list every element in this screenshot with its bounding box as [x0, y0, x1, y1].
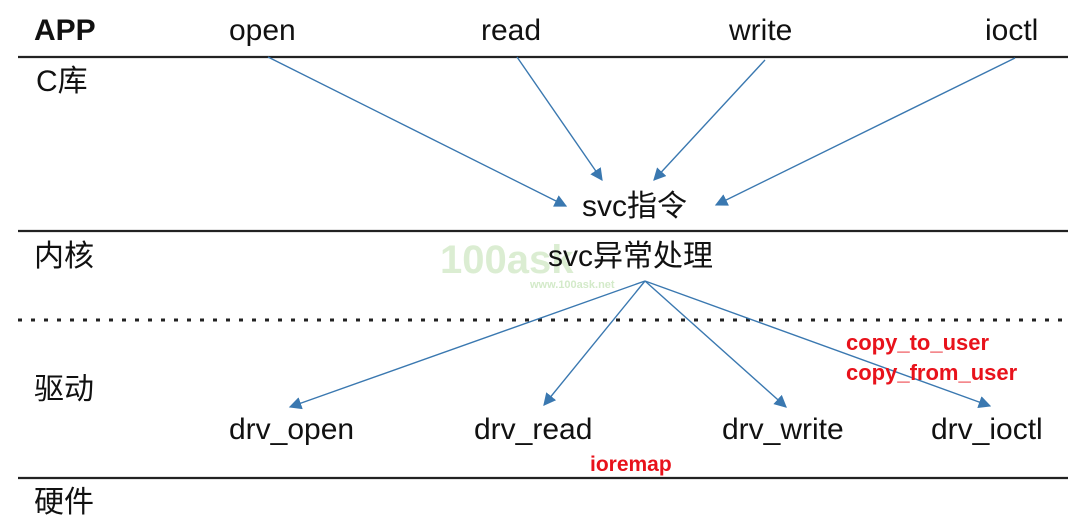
arrow-ioctl-to-svc — [714, 57, 1016, 206]
svc-exception-handler: svc异常处理 — [548, 240, 713, 273]
svc-instruction: svc指令 — [582, 190, 687, 223]
annotation-copy-to-user: copy_to_user — [846, 330, 990, 355]
app-call-read: read — [481, 14, 542, 47]
layer-label-driver: 驱动 — [34, 373, 94, 406]
arrow-svc-to-drv-read — [543, 280, 646, 406]
driver-drv-read: drv_read — [474, 413, 593, 446]
driver-drv-ioctl: drv_ioctl — [931, 413, 1043, 446]
app-call-open: open — [229, 14, 296, 47]
layer-label-app: APP — [34, 14, 96, 47]
layer-label-kernel: 内核 — [34, 240, 94, 273]
annotation-ioremap: ioremap — [590, 453, 672, 476]
driver-drv-write: drv_write — [722, 413, 844, 446]
app-call-write: write — [729, 14, 793, 47]
driver-drv-open: drv_open — [229, 413, 355, 446]
arrow-open-to-svc — [267, 56, 568, 207]
arrow-svc-to-drv-write — [644, 280, 787, 408]
arrow-write-to-svc — [653, 59, 766, 181]
watermark-url: www.100ask.net — [530, 279, 615, 291]
watermark-logo: 100ask — [440, 238, 574, 282]
layer-label-clib: C库 — [36, 65, 88, 98]
annotation-copy-from-user: copy_from_user — [846, 360, 1018, 385]
layer-label-hardware: 硬件 — [34, 486, 94, 519]
arrow-read-to-svc — [516, 56, 603, 182]
app-call-ioctl: ioctl — [985, 14, 1039, 47]
arrow-svc-to-drv-ioctl — [644, 280, 992, 409]
arrow-svc-to-drv-open — [288, 280, 646, 410]
